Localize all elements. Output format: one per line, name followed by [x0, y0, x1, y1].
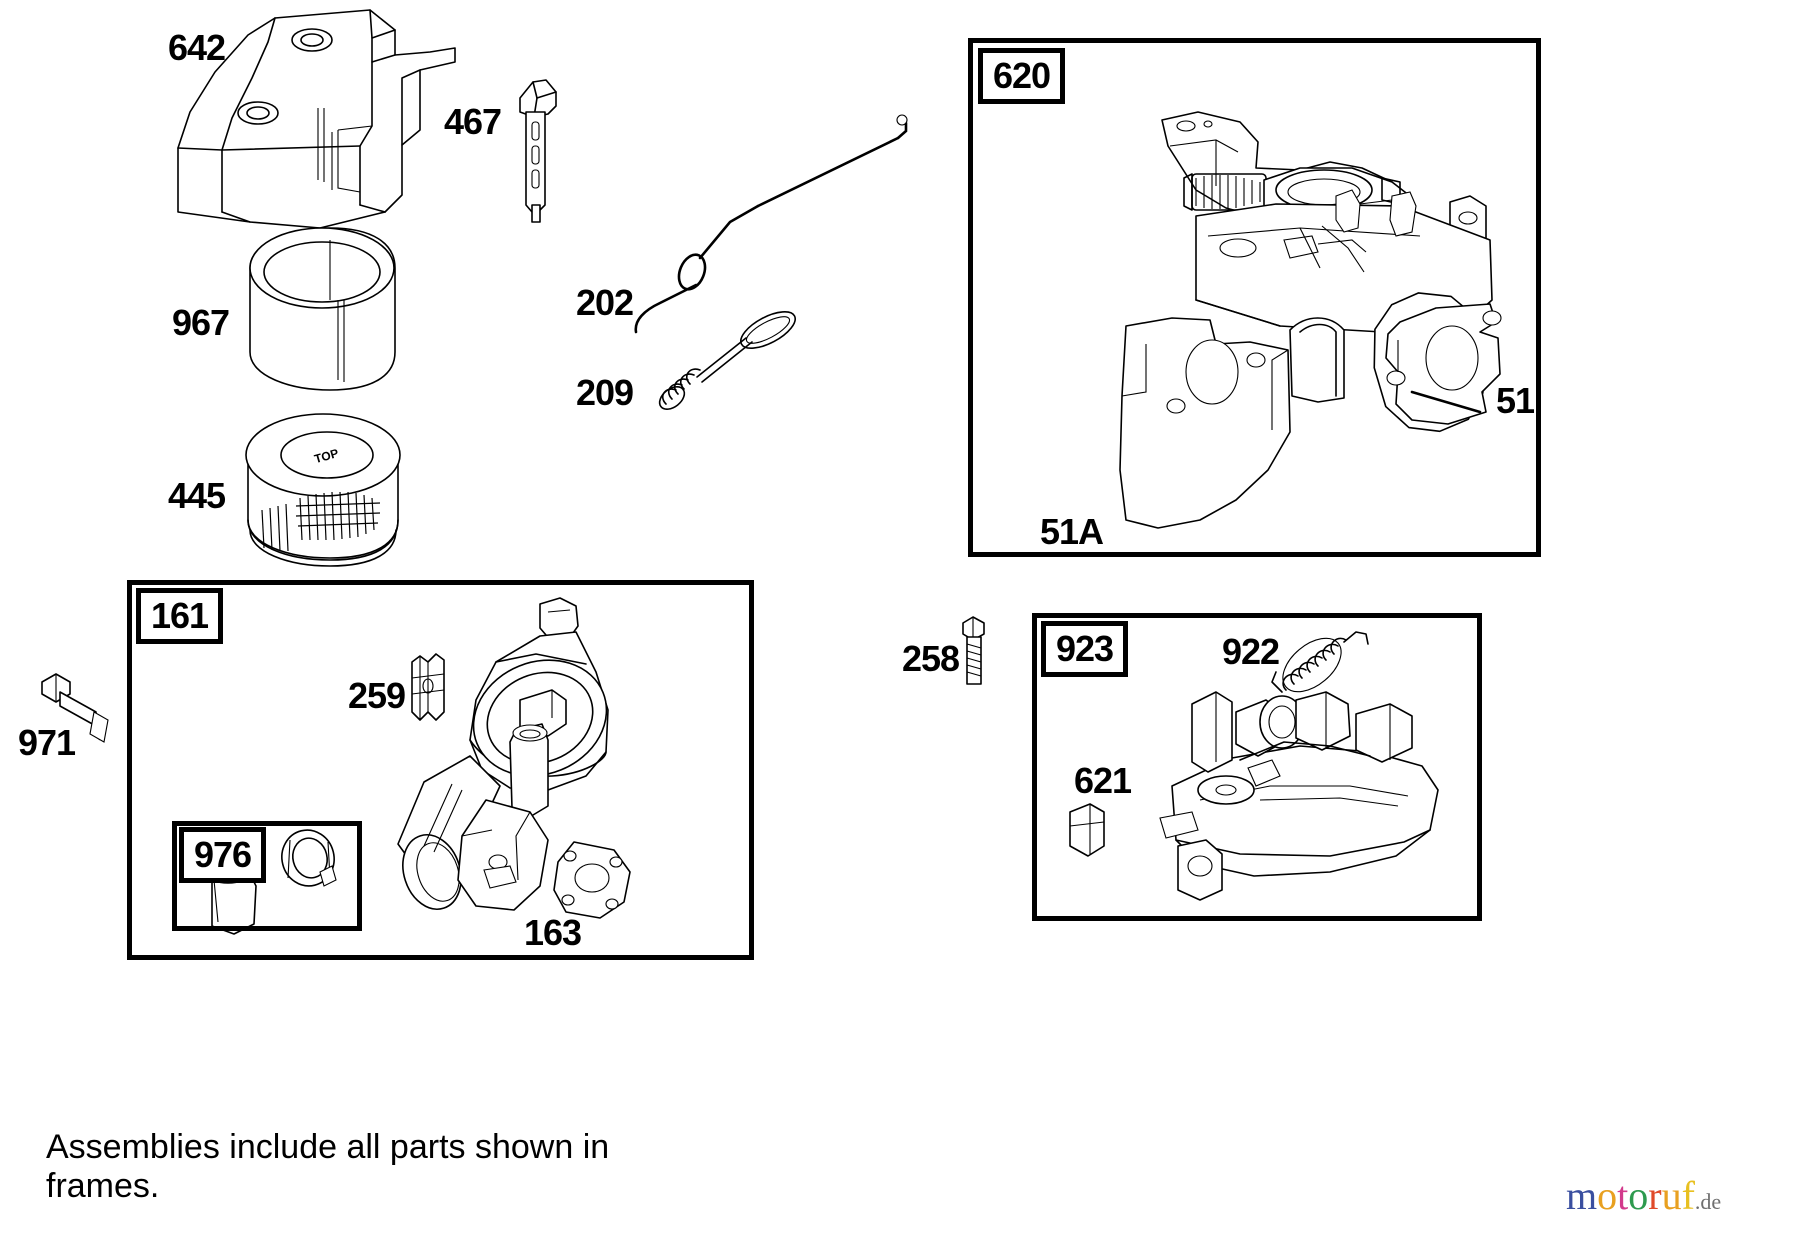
part-445-air-filter-cartridge: TOP [246, 414, 400, 566]
part-967-foam-pre-filter [250, 228, 395, 390]
assembly-note: Assemblies include all parts shown in fr… [46, 1128, 746, 1207]
frame-620 [968, 38, 1541, 557]
callout-642: 642 [168, 27, 226, 68]
part-258-hex-head-screw [963, 617, 984, 684]
frame-976-label: 976 [194, 834, 252, 875]
callout-51: 51 [1496, 380, 1535, 421]
frame-976-tag: 976 [179, 827, 267, 883]
frame-923-label: 923 [1056, 628, 1114, 669]
callout-51A: 51A [1040, 511, 1104, 552]
watermark-letter-f: f [1681, 1173, 1695, 1218]
callout-202: 202 [576, 282, 634, 323]
frame-923 [1032, 613, 1482, 921]
callout-258: 258 [902, 638, 960, 679]
frame-620-tag: 620 [978, 48, 1066, 104]
frame-923-tag: 923 [1041, 621, 1129, 677]
part-202-governor-link-rod [636, 115, 907, 332]
watermark-motoruf: motoruf.de [1566, 1172, 1721, 1219]
watermark-letter-u: u [1661, 1173, 1682, 1218]
frame-161-label: 161 [151, 595, 209, 636]
frame-976 [172, 821, 362, 931]
callout-259: 259 [348, 675, 406, 716]
frame-161 [127, 580, 754, 960]
callout-163: 163 [524, 912, 582, 953]
watermark-letter-o2: o [1628, 1173, 1649, 1218]
watermark-letter-m: m [1566, 1173, 1598, 1218]
part-467-choke-knob-shaft [520, 80, 556, 222]
watermark-letter-o1: o [1597, 1173, 1618, 1218]
svg-text:TOP: TOP [313, 446, 340, 466]
callout-922: 922 [1222, 631, 1280, 672]
frame-620-label: 620 [993, 55, 1051, 96]
callout-621: 621 [1074, 760, 1132, 801]
assembly-note-line-2: frames. [46, 1167, 160, 1206]
callout-445: 445 [168, 475, 226, 516]
frame-161-tag: 161 [136, 588, 224, 644]
callout-971: 971 [18, 722, 76, 763]
watermark-letter-r: r [1648, 1173, 1662, 1218]
assembly-note-line-1: Assemblies include all parts shown in [46, 1128, 610, 1166]
callout-967: 967 [172, 302, 230, 343]
watermark-letter-t: t [1617, 1173, 1629, 1218]
callout-467: 467 [444, 101, 502, 142]
callout-209: 209 [576, 372, 634, 413]
part-209-governor-spring [655, 304, 800, 413]
watermark-suffix: .de [1694, 1189, 1722, 1214]
